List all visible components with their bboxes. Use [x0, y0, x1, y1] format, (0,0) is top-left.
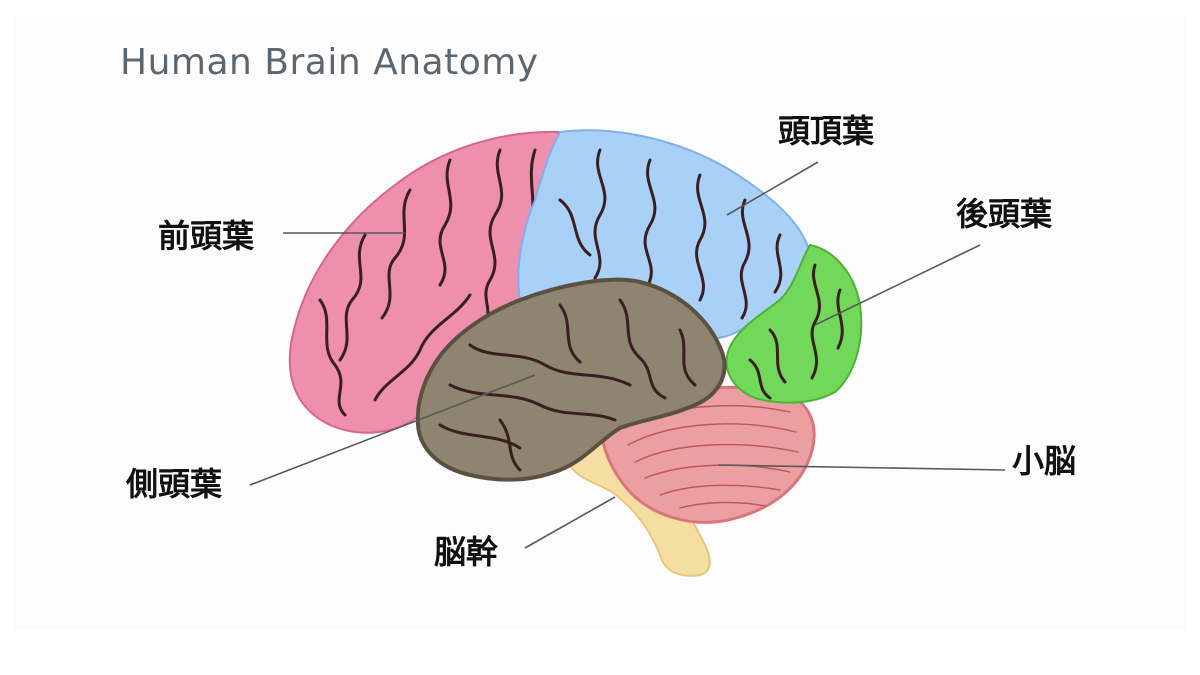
parietal-gyri — [558, 148, 783, 320]
region-occipital — [725, 243, 863, 404]
temporal-leader — [249, 374, 536, 486]
label-brainstem: 脳幹 — [434, 533, 499, 571]
label-cerebellum: 小脳 — [1012, 442, 1076, 480]
region-cerebellum — [600, 385, 816, 524]
cerebellum-leader — [717, 464, 1006, 471]
cerebellum-folia — [624, 404, 799, 509]
label-parietal: 頭頂葉 — [778, 112, 875, 150]
occipital-leader — [814, 244, 981, 326]
frontal-gyri — [318, 148, 537, 417]
label-temporal: 側頭葉 — [125, 465, 223, 503]
label-occipital: 後頭葉 — [956, 195, 1053, 233]
diagram-title: Human Brain Anatomy — [120, 42, 539, 83]
occipital-gyri — [748, 263, 844, 400]
label-frontal: 前頭葉 — [158, 217, 255, 255]
region-temporal — [415, 277, 727, 482]
brainstem-leader — [524, 496, 616, 549]
temporal-gyri — [438, 298, 697, 472]
parietal-leader — [726, 161, 819, 216]
